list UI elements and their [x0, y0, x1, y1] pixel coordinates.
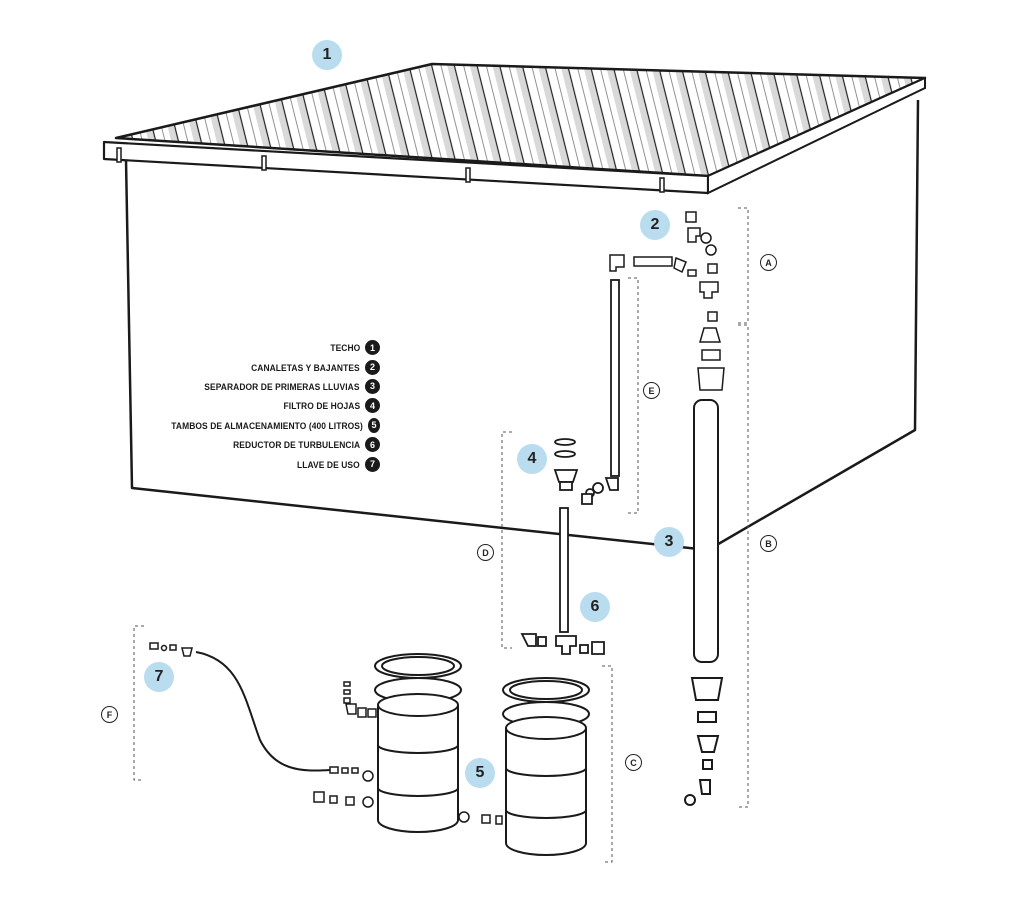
barrel-fittings — [313, 681, 503, 825]
pipe-e — [581, 279, 620, 505]
legend-number: 5 — [367, 417, 380, 433]
legend-item: TAMBOS DE ALMACENAMIENTO (400 LITROS) 5 — [150, 416, 380, 435]
tap-hose — [149, 642, 359, 774]
section-a: A — [760, 254, 777, 271]
legend-item: SEPARADOR DE PRIMERAS LLUVIAS 3 — [150, 377, 380, 396]
legend-label: REDUCTOR DE TURBULENCIA — [232, 439, 360, 451]
legend-number: 3 — [365, 378, 380, 394]
callout-2: 2 — [640, 210, 670, 240]
roof — [102, 62, 927, 195]
legend-label: SEPARADOR DE PRIMERAS LLUVIAS — [204, 380, 360, 392]
legend-item: LLAVE DE USO 7 — [150, 454, 380, 473]
callout-7: 7 — [144, 662, 174, 692]
barrel-right — [502, 677, 590, 856]
legend-number: 1 — [365, 340, 380, 356]
legend-item: REDUCTOR DE TURBULENCIA 6 — [150, 435, 380, 454]
callout-1: 1 — [312, 40, 342, 70]
section-f: F — [101, 706, 118, 723]
legend-label: TECHO — [330, 342, 360, 354]
leaf-filter — [553, 438, 579, 491]
legend-item: FILTRO DE HOJAS 4 — [150, 396, 380, 415]
legend-number: 7 — [365, 456, 380, 472]
storage-barrels — [374, 653, 590, 856]
legend-item: CANALETAS Y BAJANTES 2 — [150, 357, 380, 376]
legend-number: 4 — [365, 398, 380, 414]
legend-label: CANALETAS Y BAJANTES — [251, 361, 360, 373]
callout-5: 5 — [465, 758, 495, 788]
first-flush-separator — [684, 399, 724, 806]
section-d: D — [477, 544, 494, 561]
legend-number: 6 — [365, 437, 380, 453]
legend-item: TECHO 1 — [150, 338, 380, 357]
callout-3: 3 — [654, 527, 684, 557]
section-b: B — [760, 535, 777, 552]
section-c: C — [625, 754, 642, 771]
callout-6: 6 — [580, 592, 610, 622]
legend-label: LLAVE DE USO — [297, 458, 360, 470]
callout-4: 4 — [517, 444, 547, 474]
group-brackets — [133, 207, 749, 863]
section-e: E — [643, 382, 660, 399]
legend: TECHO 1 CANALETAS Y BAJANTES 2 SEPARADOR D… — [150, 338, 380, 474]
legend-number: 2 — [365, 359, 380, 375]
turbulence-reducer — [520, 507, 605, 655]
legend-label: FILTRO DE HOJAS — [283, 400, 360, 412]
legend-label: TAMBOS DE ALMACENAMIENTO (400 LITROS) — [171, 419, 363, 431]
gutter-pieces — [609, 211, 725, 391]
barrel-left — [374, 653, 462, 833]
